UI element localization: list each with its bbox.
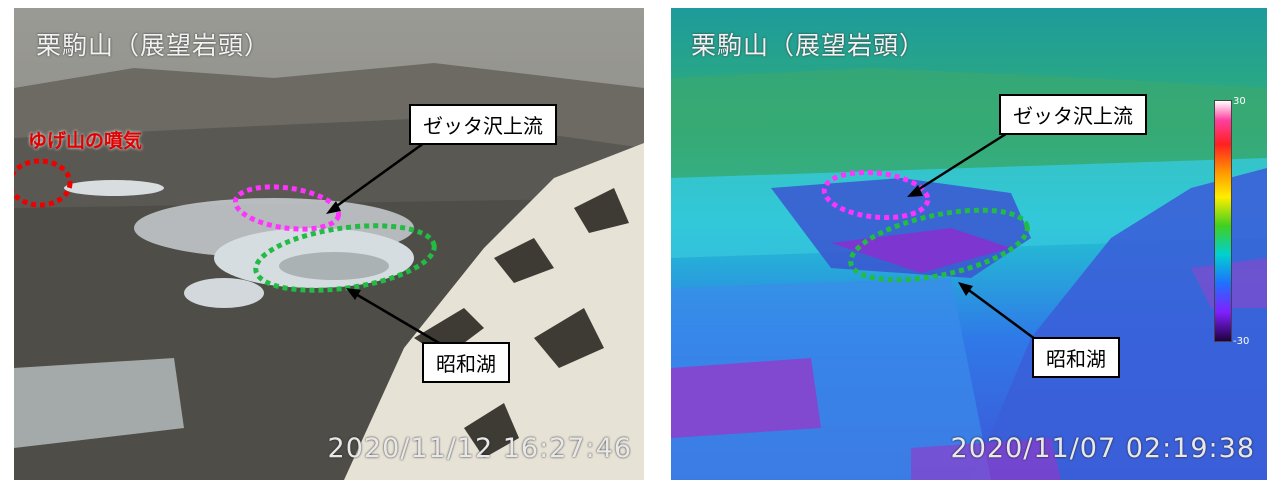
visible-camera-image [14,8,644,480]
timestamp: 2020/11/12 16:27:46 [327,433,632,464]
visible-camera-panel: 栗駒山（展望岩頭） ゆげ山の噴気 ゼッタ沢上流 昭和湖 2020/11/12 1… [14,8,644,480]
scale-min: -30 [1233,336,1250,347]
thermal-camera-image [671,8,1267,480]
zetta-callout: ゼッタ沢上流 [999,94,1147,135]
camera-title: 栗駒山（展望岩頭） [36,31,271,60]
thermal-camera-panel: 栗駒山（展望岩頭） ゼッタ沢上流 昭和湖 30 -30 2020/11/07 0… [671,8,1267,480]
zetta-callout: ゼッタ沢上流 [409,104,557,145]
camera-title: 栗駒山（展望岩頭） [691,31,926,60]
showa-callout: 昭和湖 [422,342,510,383]
temperature-scale [1214,100,1232,342]
timestamp: 2020/11/07 02:19:38 [950,433,1255,464]
fumarole-label: ゆげ山の噴気 [28,130,143,152]
showa-callout: 昭和湖 [1032,337,1120,378]
scale-max: 30 [1233,96,1246,107]
